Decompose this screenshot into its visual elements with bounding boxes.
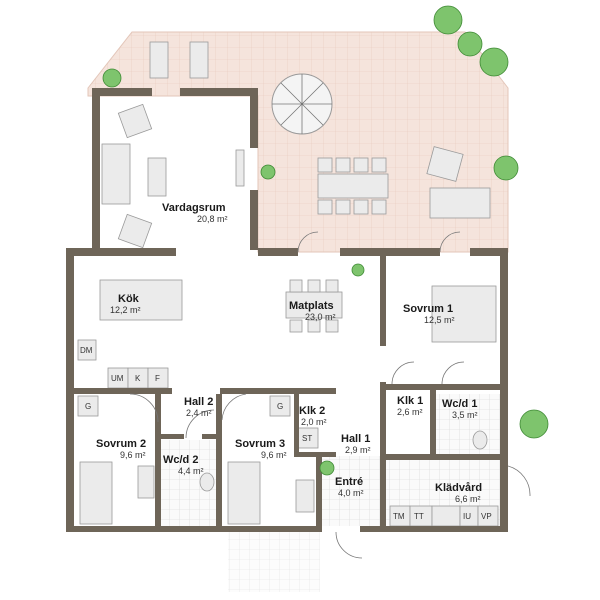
coffee-table [147,157,167,197]
svg-text:20,8 m²: 20,8 m² [197,214,228,224]
front-paving [228,532,320,592]
svg-text:Hall 1: Hall 1 [341,433,370,445]
sofa [101,143,131,205]
svg-text:2,6 m²: 2,6 m² [397,407,423,417]
tv-unit [235,149,245,187]
wardrobe-label: G [277,402,283,411]
outdoor-chairs [317,157,387,215]
room-klk2: Klk 22,0 m² [299,405,327,427]
washer-label: TM [393,512,405,521]
svg-text:Sovrum 1: Sovrum 1 [403,303,453,315]
desk [295,479,315,513]
armchair [117,213,153,249]
dining-chairs [289,279,339,333]
desk [137,465,155,499]
bed [79,461,113,525]
dryer-label: TT [414,512,424,521]
dishwasher-label: DM [80,346,93,355]
svg-text:Wc/d 1: Wc/d 1 [442,398,477,410]
outdoor-armchair [426,146,464,182]
oven-label: UM [111,374,124,383]
doors [129,231,531,559]
svg-text:Kök: Kök [118,293,140,305]
walls [66,88,508,532]
svg-text:4,0 m²: 4,0 m² [338,488,364,498]
wcd1-floor [436,394,502,456]
svg-text:3,5 m²: 3,5 m² [452,410,478,420]
room-wcd1: Wc/d 13,5 m² [442,398,478,420]
svg-text:12,2 m²: 12,2 m² [110,305,141,315]
room-sovrum1: Sovrum 112,5 m² [403,303,455,325]
room-sovrum3: Sovrum 39,6 m² [235,438,287,460]
svg-text:Klk 1: Klk 1 [397,395,423,407]
storage-label: ST [302,434,312,443]
svg-text:Entré: Entré [335,476,363,488]
iu-label: IU [463,512,471,521]
svg-text:6,6 m²: 6,6 m² [455,494,481,504]
fridge-label: K [135,374,141,383]
svg-text:Klk 2: Klk 2 [299,405,325,417]
freezer-label: F [155,374,160,383]
svg-text:2,0 m²: 2,0 m² [301,417,327,427]
room-hall2: Hall 22,4 m² [184,396,213,418]
room-wcd2: Wc/d 24,4 m² [163,454,204,476]
svg-text:23,0 m²: 23,0 m² [305,312,336,322]
room-sovrum2: Sovrum 29,6 m² [96,438,146,460]
kitchen-island [99,279,183,321]
plants [102,5,549,476]
toilet [199,472,215,492]
svg-text:2,4 m²: 2,4 m² [186,408,212,418]
toilet [472,430,488,450]
outdoor-sofa [429,187,491,219]
svg-text:12,5 m²: 12,5 m² [424,315,455,325]
svg-text:Sovrum 3: Sovrum 3 [235,438,285,450]
armchair [117,103,153,139]
bed [227,461,261,525]
svg-text:Klädvård: Klädvård [435,482,482,494]
svg-text:Sovrum 2: Sovrum 2 [96,438,146,450]
svg-text:Hall 2: Hall 2 [184,396,213,408]
room-klk1: Klk 12,6 m² [397,395,423,417]
svg-text:9,6 m²: 9,6 m² [120,450,146,460]
wardrobe-label: G [85,402,91,411]
svg-text:Matplats: Matplats [289,300,334,312]
svg-text:Wc/d 2: Wc/d 2 [163,454,198,466]
double-bed [431,285,497,343]
dining-table [285,291,343,319]
svg-text:9,6 m²: 9,6 m² [261,450,287,460]
svg-text:4,4 m²: 4,4 m² [178,466,204,476]
vp-label: VP [481,512,492,521]
room-hall1: Hall 12,9 m² [341,433,371,455]
sun-lounger [149,41,169,79]
sun-lounger [189,41,209,79]
outdoor-table [317,173,389,199]
svg-text:Vardagsrum: Vardagsrum [162,202,226,214]
svg-text:2,9 m²: 2,9 m² [345,445,371,455]
